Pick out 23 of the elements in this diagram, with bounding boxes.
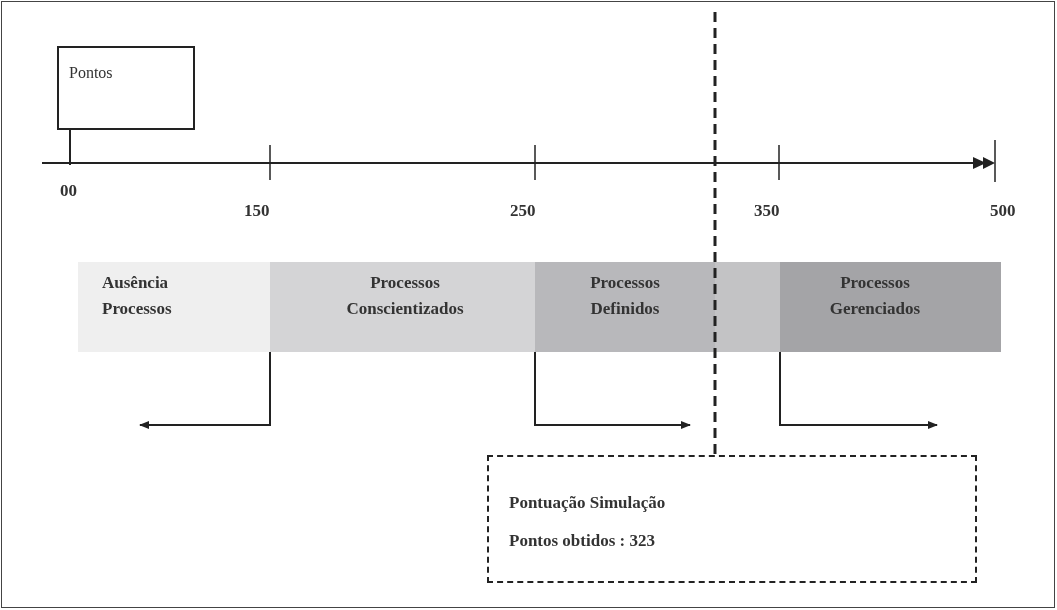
level-name: Ausência Processos [102,272,173,320]
level-band [780,262,1001,352]
level-name: Processos Gerenciados [828,272,922,320]
level-name: Processos Definidos [589,272,661,320]
level-band [270,262,535,352]
level-name: Processos Conscientizados [345,272,465,320]
label-box [57,46,195,130]
tick-value: 500 [990,200,1016,222]
box-heading: Pontuação Simulação [509,492,666,514]
arrow [779,351,938,429]
tick-value: 00 [60,180,77,202]
arrow [534,351,691,429]
tick-value: 350 [754,200,780,222]
result-box [487,455,977,583]
score-text: Pontos obtidos : 323 [509,530,655,552]
tick-value: 250 [510,200,536,222]
arrow [139,351,271,429]
box-label: Pontos [69,63,113,83]
level-band [535,262,780,352]
dashed-line [713,12,717,455]
level-band [78,262,270,352]
leader-line [69,129,71,166]
tick-value: 150 [244,200,270,222]
